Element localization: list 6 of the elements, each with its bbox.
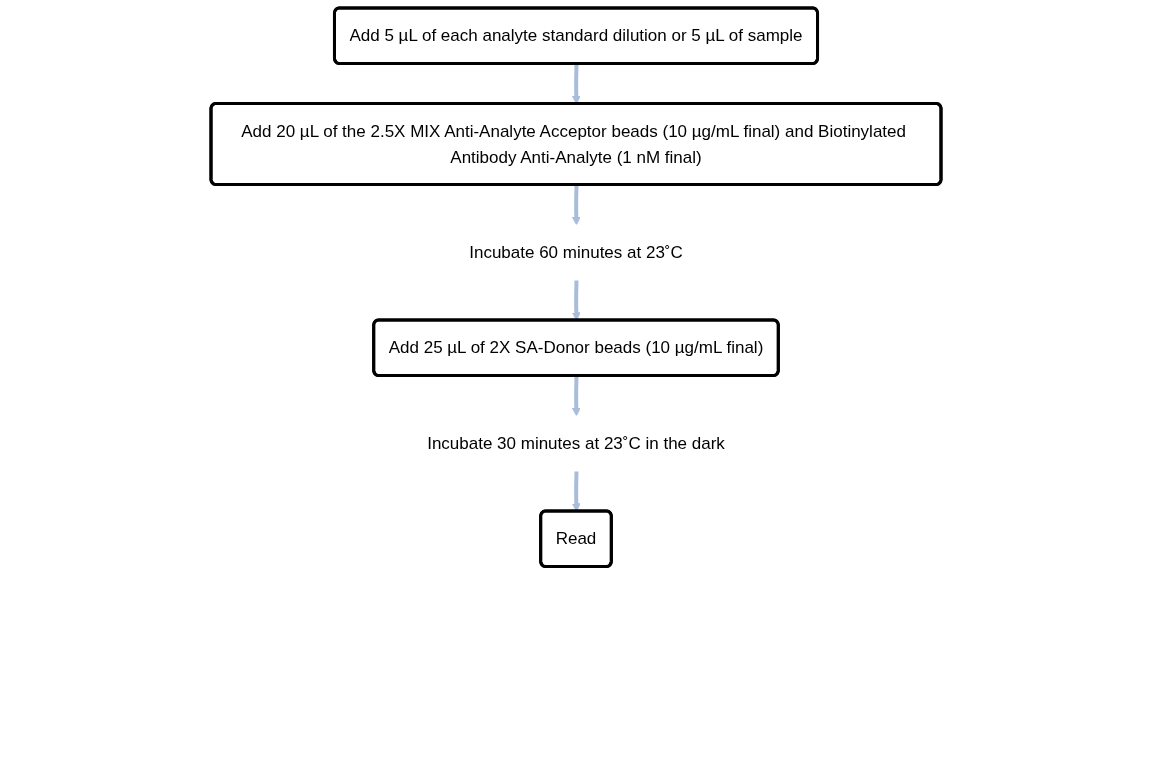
node-text: Incubate 30 minutes at 23˚C in the dark (427, 433, 725, 453)
arrow (571, 375, 581, 417)
arrow (571, 471, 581, 512)
arrow (571, 184, 581, 226)
arrow (571, 280, 581, 321)
node-text: Incubate 60 minutes at 23˚C (469, 242, 683, 262)
